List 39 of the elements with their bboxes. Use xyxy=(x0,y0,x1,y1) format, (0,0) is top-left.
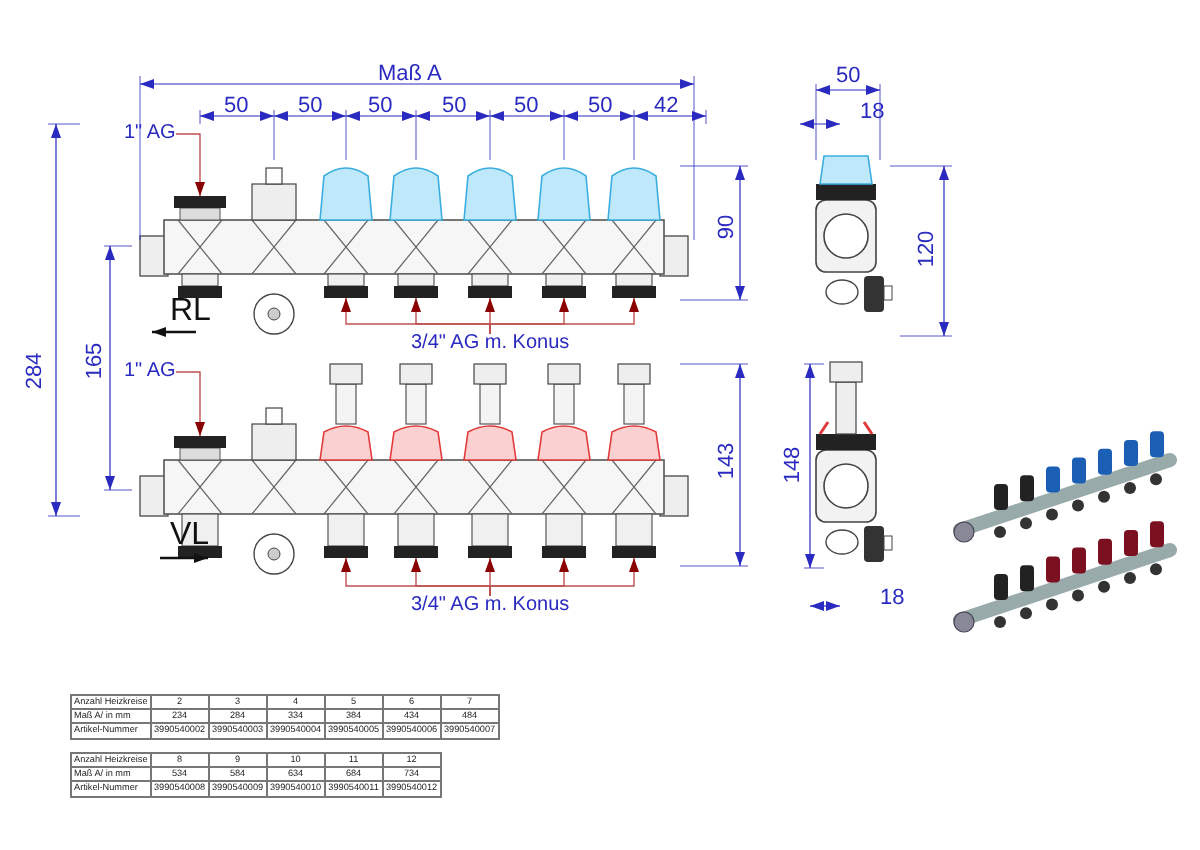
outlet-connection xyxy=(468,546,512,558)
thread-connection xyxy=(174,436,226,448)
dimension-value: 50 xyxy=(224,95,249,117)
flow-label: VL xyxy=(170,520,210,552)
leader-line xyxy=(175,371,205,437)
callout-label: 3/4" AG m. Konus xyxy=(411,334,570,354)
dimension-value: 50 xyxy=(368,95,393,117)
dimension-value: Maß A xyxy=(378,63,442,85)
callout-label: 1" AG xyxy=(124,124,176,144)
dimension-value: 42 xyxy=(654,95,679,117)
callout-label: 1" AG xyxy=(124,362,176,382)
dimension-value: 120 xyxy=(917,229,940,267)
dimension-value: 50 xyxy=(442,95,467,117)
dimension-value: 148 xyxy=(783,445,806,483)
dimension-value: 18 xyxy=(880,587,905,609)
dimension-value: 50 xyxy=(836,65,861,87)
dimension-value: 50 xyxy=(298,95,323,117)
dimension-value: 143 xyxy=(717,441,740,479)
outlet-connection xyxy=(324,546,368,558)
outlet-connection xyxy=(394,546,438,558)
dimension-value: 90 xyxy=(717,213,740,239)
outlet-connection xyxy=(612,286,656,298)
dimension-value: 50 xyxy=(514,95,539,117)
outlet-connection xyxy=(542,546,586,558)
dimension-value: 50 xyxy=(588,95,613,117)
leader-line xyxy=(175,133,205,197)
outlet-connection xyxy=(324,286,368,298)
outlet-connection xyxy=(468,286,512,298)
outlet-connection xyxy=(394,286,438,298)
dimension-value: 18 xyxy=(860,101,885,123)
leader-line xyxy=(489,297,639,335)
callout-label: 3/4" AG m. Konus xyxy=(411,596,570,616)
leader-line xyxy=(489,557,639,597)
thread-connection xyxy=(174,196,226,208)
outlet-connection xyxy=(612,546,656,558)
outlet-connection xyxy=(542,286,586,298)
dimension-value: 284 xyxy=(25,351,48,389)
flow-label: RL xyxy=(170,296,211,328)
dimension-value: 165 xyxy=(85,341,108,379)
